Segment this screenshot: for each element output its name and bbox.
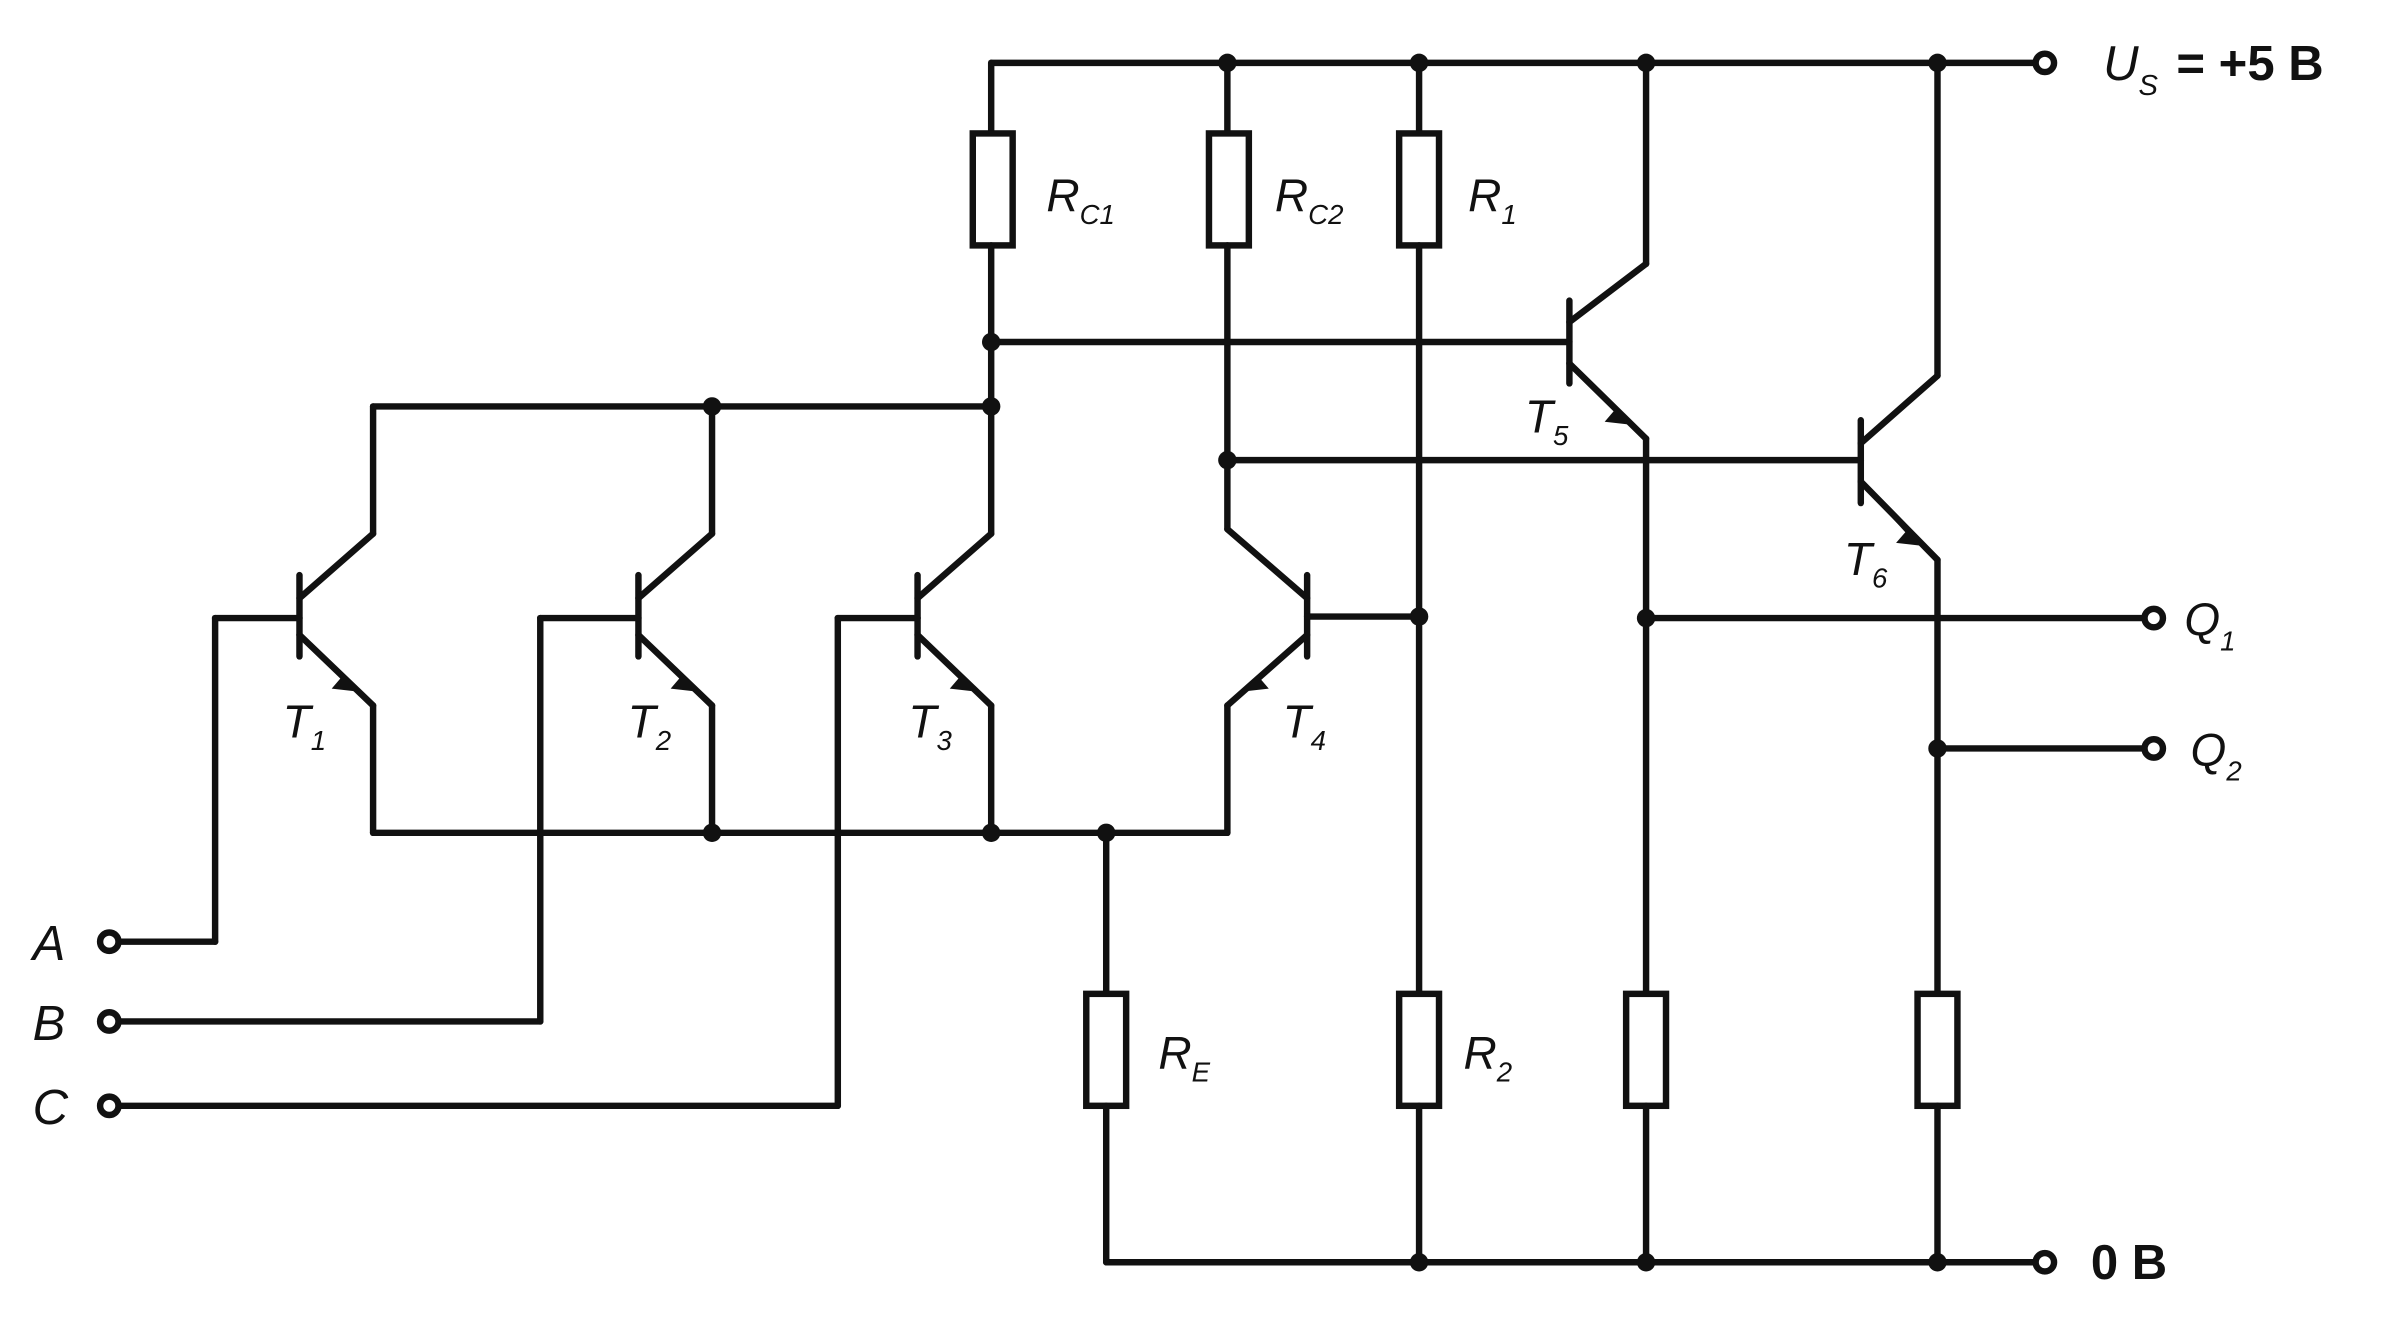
transistor-t5 — [1566, 260, 1650, 442]
transistor-t3 — [914, 530, 995, 709]
output-q1-terminal — [2141, 605, 2167, 631]
resistor-r2-label: R2 — [1464, 1027, 1513, 1087]
resistor-r2 — [1395, 990, 1443, 1110]
transistor-t4 — [1224, 525, 1311, 709]
resistor-r1-label: R1 — [1468, 170, 1517, 230]
transistor-t2-label: T2 — [628, 696, 671, 756]
transistor-t1 — [296, 530, 377, 709]
input-a-terminal — [96, 929, 122, 955]
resistor-t6-load — [1914, 990, 1961, 1110]
output-q2-terminal — [2141, 736, 2167, 761]
resistor-rc2 — [1205, 130, 1253, 249]
ground-label: 0 B — [2091, 1236, 2167, 1290]
transistor-t2 — [635, 530, 716, 709]
resistor-re — [1083, 990, 1130, 1110]
resistor-re-label: RE — [1158, 1027, 1210, 1087]
input-b-terminal — [96, 1009, 122, 1034]
resistor-rc2-label: RC2 — [1275, 170, 1344, 230]
transistor-t3-label: T3 — [908, 696, 952, 756]
resistor-rc1 — [969, 130, 1016, 249]
supply-terminal — [2032, 50, 2058, 76]
transistor-t6-label: T6 — [1844, 533, 1888, 593]
transistor-t5-label: T5 — [1525, 391, 1569, 451]
input-c-terminal — [96, 1093, 122, 1119]
supply-label: US= +5 B — [2103, 37, 2324, 102]
transistor-t6 — [1857, 372, 1941, 564]
resistor-t5-load — [1622, 990, 1670, 1110]
resistor-rc1-label: RC1 — [1046, 170, 1115, 230]
input-c-label: C — [33, 1081, 69, 1135]
resistor-r1 — [1395, 130, 1443, 249]
transistor-t1-label: T1 — [283, 696, 326, 756]
transistor-t4-label: T4 — [1283, 696, 1326, 756]
output-q1-label: Q1 — [2184, 593, 2235, 656]
ground-terminal — [2032, 1249, 2058, 1275]
input-a-label: A — [30, 917, 66, 971]
input-b-label: B — [33, 997, 66, 1051]
junction-dots — [702, 53, 1947, 1272]
output-q2-label: Q2 — [2191, 723, 2242, 786]
